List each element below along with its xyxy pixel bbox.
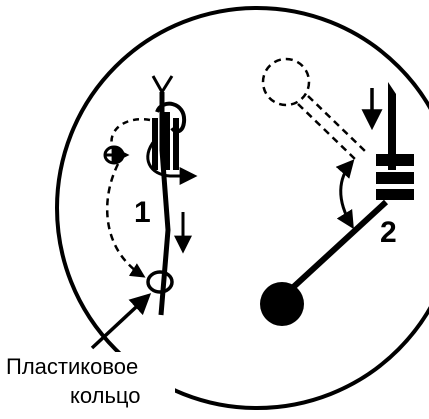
dashed-circle — [261, 57, 311, 107]
step-2-group: 2 — [260, 57, 414, 326]
thread-fork — [151, 75, 174, 93]
callout-label-line2: кольцо — [70, 383, 141, 408]
callout-arrow — [90, 293, 152, 350]
step-2-number: 2 — [380, 216, 397, 249]
tension-disc-1 — [152, 101, 187, 170]
dashed-guide-b — [307, 95, 367, 153]
frame-circle — [55, 6, 429, 410]
curve-arrow-2 — [335, 159, 355, 230]
dashed-path-down — [106, 163, 146, 278]
tension-bar-2 — [388, 82, 396, 170]
label-backdrop — [0, 352, 175, 414]
step-1-group: 1 — [103, 75, 198, 316]
lever-knob — [260, 282, 304, 326]
dashed-path-upper — [110, 117, 151, 147]
wrap-arrow-1 — [146, 139, 198, 185]
dashed-guide-a — [297, 103, 357, 161]
step-1-number: 1 — [134, 196, 151, 229]
plastic-ring — [146, 270, 174, 294]
lever-line — [285, 199, 389, 295]
tension-disc-2 — [376, 154, 414, 200]
callout-label-line1: Пластиковое — [6, 354, 138, 379]
